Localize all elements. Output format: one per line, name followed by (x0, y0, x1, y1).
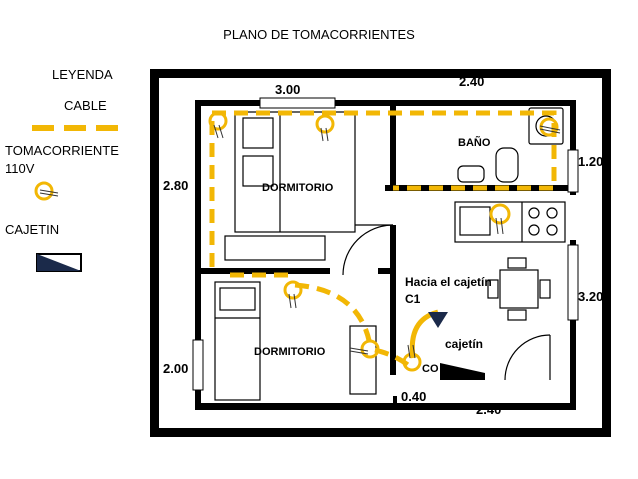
outlet-icon (283, 280, 303, 309)
page-title: PLANO DE TOMACORRIENTES (223, 27, 415, 42)
windows (192, 97, 579, 391)
exterior-walls (150, 69, 611, 437)
legend-outlet-icon (34, 181, 59, 201)
legend-outlet-label: TOMACORRIENTE (5, 143, 119, 158)
outlet-icon (489, 203, 511, 235)
outlet-icon (539, 117, 561, 137)
outlet-icon (315, 114, 335, 142)
junction-box-icon (440, 363, 485, 380)
annotation-box-note: cajetín (445, 337, 483, 351)
dimension-left-bottom: 2.00 (163, 361, 188, 376)
dimension-bottom-small: 0.40 (401, 389, 426, 404)
room-label-bathroom: BAÑO (458, 136, 491, 149)
outlet-icon (349, 339, 380, 359)
dimension-right-top: 1.20 (578, 154, 603, 169)
dimension-top-left: 3.00 (275, 82, 300, 97)
dimension-right-bottom: 3.20 (578, 289, 603, 304)
legend-box-label: CAJETIN (5, 222, 60, 237)
legend-outlet-voltage: 110V (5, 161, 35, 176)
annotation-toward-box: Hacia el cajetín (405, 275, 492, 289)
dining-table (487, 257, 551, 321)
annotation-box-id: C1 (405, 292, 421, 306)
bed-bottom (214, 281, 377, 401)
dimension-top-right: 2.40 (459, 74, 484, 89)
kitchen-counter (454, 201, 566, 243)
outlet-icon (208, 111, 228, 139)
cable-route (209, 110, 557, 368)
room-label-bedroom-top: DORMITORIO (262, 182, 334, 194)
doors (342, 224, 551, 381)
legend-cable-label: CABLE (64, 98, 107, 113)
legend-heading: LEYENDA (52, 67, 113, 82)
outlet-icon (402, 344, 422, 372)
room-label-bedroom-bottom: DORMITORIO (254, 346, 326, 358)
arrow-to-box-icon (428, 312, 448, 328)
bed-top (224, 111, 356, 261)
dimension-bottom-right: 2.40 (476, 402, 501, 417)
room-label-partial: CO (422, 363, 439, 375)
dimension-left-top: 2.80 (163, 178, 188, 193)
legend-junction-box-icon (36, 253, 82, 272)
